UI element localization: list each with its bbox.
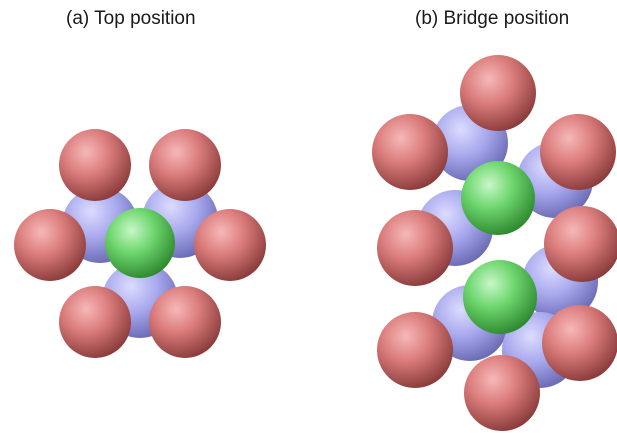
panel-a-structure	[14, 129, 266, 358]
oxygen-atom	[542, 305, 617, 381]
oxygen-atom	[460, 55, 536, 131]
oxygen-atom	[59, 129, 131, 201]
oxygen-atom	[194, 209, 266, 281]
oxygen-atom	[14, 209, 86, 281]
adsorbate-atom	[463, 260, 537, 334]
panel-b-structure	[372, 55, 617, 431]
oxygen-atom	[149, 129, 221, 201]
adsorbate-atom	[461, 161, 535, 235]
oxygen-atom	[149, 286, 221, 358]
adsorbate-atom	[105, 208, 175, 278]
oxygen-atom	[377, 312, 453, 388]
oxygen-atom	[59, 286, 131, 358]
oxygen-atom	[377, 210, 453, 286]
panel-b-caption: (b) Bridge position	[415, 8, 570, 29]
oxygen-atom	[540, 114, 616, 190]
oxygen-atom	[464, 355, 540, 431]
oxygen-atom	[544, 206, 617, 282]
panel-a-caption: (a) Top position	[66, 8, 196, 29]
oxygen-atom	[372, 114, 448, 190]
